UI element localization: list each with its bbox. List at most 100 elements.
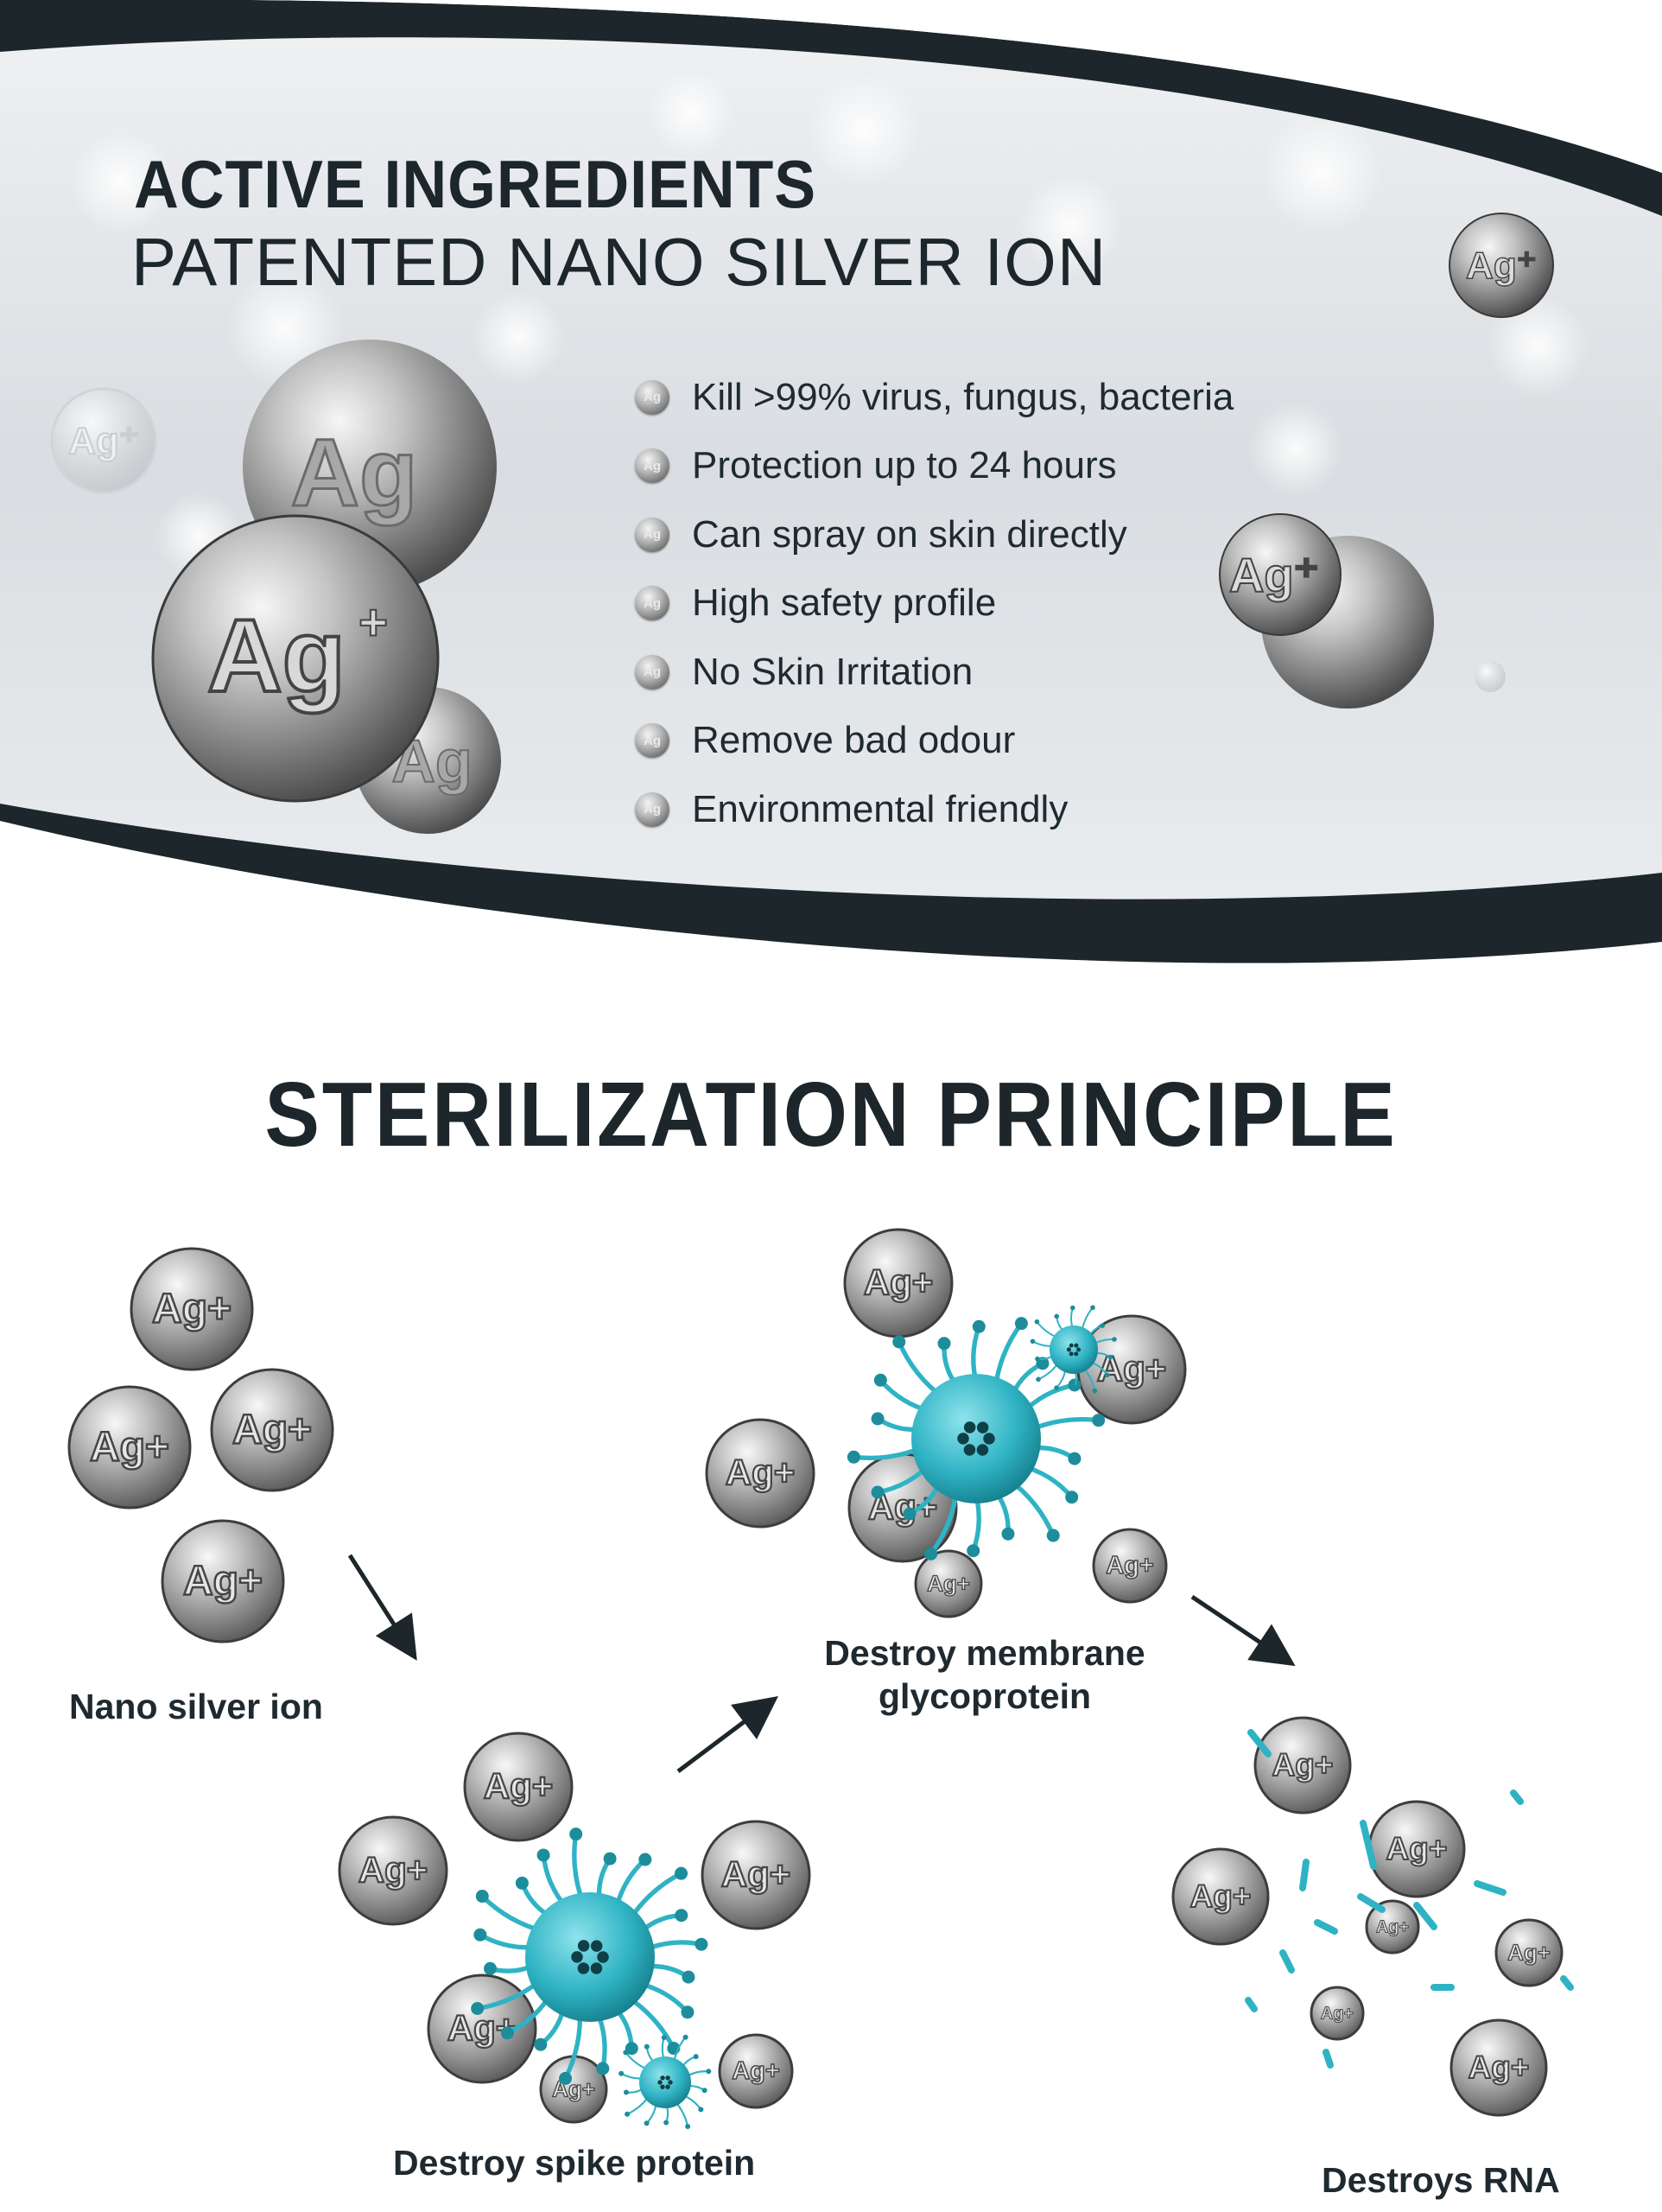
list-item: Ag Can spray on skin directly [635,500,1412,569]
svg-text:Ag+: Ag+ [1106,1552,1154,1580]
virus-icon [847,1317,1106,1560]
rna-fragment [1299,1859,1310,1891]
virus-icon [618,2034,712,2130]
feature-text: No Skin Irritation [692,650,974,693]
svg-text:Ag⁺: Ag⁺ [68,420,139,462]
silver-ion-icon: Ag+ [130,1247,254,1371]
svg-text:Ag+: Ag+ [1321,2005,1354,2024]
silver-ion-icon: Ag+ [67,1385,192,1510]
arrow-icon [347,1554,417,1661]
svg-text:Ag⁺: Ag⁺ [1229,548,1319,602]
rna-fragment [1314,1919,1338,1935]
svg-text:Ag+: Ag+ [1272,1747,1334,1783]
caption-destroys-rna: Destroys RNA [1322,2160,1560,2200]
silver-ion-icon: Ag+ [427,1974,537,2084]
silver-ion-icon: Ag+ [1310,1986,1365,2041]
caption-destroy-membrane: Destroy membrane glycoprotein [790,1631,1179,1718]
silver-ion-icon: Ag+ [914,1549,983,1618]
svg-text:Ag+: Ag+ [1190,1878,1252,1914]
svg-text:Ag+: Ag+ [152,1286,232,1332]
svg-text:Ag+: Ag+ [868,1487,938,1528]
arrow-icon [1190,1594,1296,1667]
heading-nano-silver: PATENTED NANO SILVER ION [131,224,1107,300]
rna-fragment [1413,1902,1437,1930]
svg-text:Ag+: Ag+ [1097,1349,1167,1389]
svg-text:Ag+: Ag+ [927,1570,970,1596]
rna-fragment [1279,1949,1295,1974]
silver-ion-bullet-icon: Ag [635,586,669,621]
silver-ion-icon: Ag+ [1076,1314,1187,1425]
silver-ion-icon: Ag+ [1092,1528,1168,1604]
silver-ion-spheres: Ag⁺ Ag Ag Ag + Ag⁺ Ag⁺ [50,213,1554,834]
svg-text:Ag: Ag [291,420,418,526]
list-item: Ag Protection up to 24 hours [635,432,1412,501]
section-title: STERILIZATION PRINCIPLE [264,1064,1398,1166]
svg-text:Ag+: Ag+ [90,1424,169,1470]
feature-text: Kill >99% virus, fungus, bacteria [692,375,1234,418]
silver-ion-icon: Ag+ [161,1519,285,1643]
feature-text: Can spray on skin directly [692,512,1127,556]
svg-text:Ag+: Ag+ [358,1850,428,1891]
virus-icon [1030,1305,1117,1394]
silver-ion-icon: Ag+ [847,1452,958,1563]
silver-ion-icon: Ag+ [210,1368,334,1492]
silver-ion-icon: Ag+ [1365,1899,1420,1955]
caption-nano-silver-ion: Nano silver ion [69,1687,323,1726]
virus-icon [471,1827,708,2085]
silver-ion-icon: Ag+ [705,1418,815,1529]
silver-ion-icon: Ag+ [1253,1716,1352,1815]
list-item: Ag Remove bad odour [635,707,1412,776]
svg-text:Ag+: Ag+ [1376,1918,1409,1937]
svg-text:Ag+: Ag+ [864,1262,934,1303]
rna-fragments [1245,1729,1574,2069]
list-item: Ag High safety profile [635,569,1412,639]
rna-fragment [1560,1975,1574,1991]
silver-ion-icon: Ag+ [701,1820,811,1930]
svg-text:Ag+: Ag+ [484,1766,554,1807]
silver-ion-icon: Ag+ [1449,2018,1548,2117]
feature-text: High safety profile [692,582,997,625]
rna-fragment [1474,1880,1507,1896]
svg-text:Ag+: Ag+ [232,1407,312,1452]
caption-destroy-spike-protein: Destroy spike protein [393,2143,756,2183]
svg-text:Ag+: Ag+ [552,2075,595,2101]
silver-ion-icon: Ag+ [718,2033,794,2109]
bokeh-lights [69,69,1589,579]
svg-text:Ag+: Ag+ [721,1854,791,1895]
svg-text:Ag⁺: Ag⁺ [1466,245,1537,287]
caption-line: glycoprotein [878,1676,1092,1716]
rna-fragment [1245,1997,1258,2012]
svg-text:+: + [358,594,388,651]
feature-text: Remove bad odour [692,719,1016,762]
caption-line: Destroy membrane [824,1633,1145,1673]
svg-text:Ag+: Ag+ [732,2057,780,2085]
rna-fragment [1247,1729,1272,1758]
silver-ion-bullet-icon: Ag [635,654,669,690]
silver-ion-icon: Ag+ [463,1732,574,1842]
silver-ion-bullet-icon: Ag [635,723,669,759]
list-item: Ag Kill >99% virus, fungus, bacteria [635,363,1412,432]
silver-ion-bullet-icon: Ag [635,791,669,827]
silver-ion-icon: Ag+ [843,1228,954,1338]
rna-fragment [1357,1893,1386,1913]
rna-fragment [1360,1820,1377,1870]
svg-text:Ag+: Ag+ [726,1452,796,1493]
silver-ion-bullet-icon: Ag [635,448,669,484]
feature-text: Environmental friendly [692,787,1069,830]
silver-ion-icon: Ag+ [338,1815,448,1926]
heading-active-ingredients: ACTIVE INGREDIENTS [134,146,817,222]
silver-ion-bullet-icon: Ag [635,517,669,552]
rna-fragment [1510,1789,1524,1805]
svg-text:Ag: Ag [207,598,346,714]
svg-text:Ag+: Ag+ [1469,2050,1530,2085]
feature-list: Ag Kill >99% virus, fungus, bacteria Ag … [635,363,1412,844]
silver-ion-bullet-icon: Ag [635,379,669,415]
silver-ion-icon: Ag+ [1367,1800,1466,1898]
list-item: Ag Environmental friendly [635,775,1412,844]
svg-text:Ag+: Ag+ [1507,1939,1551,1965]
rna-fragment [1323,2049,1334,2069]
svg-text:Ag+: Ag+ [183,1558,263,1604]
silver-ion-icon: Ag+ [1494,1918,1564,1987]
list-item: Ag No Skin Irritation [635,638,1412,707]
hero-banner: Ag⁺ Ag Ag Ag + Ag⁺ Ag⁺ ACTIVE INGREDIENT… [0,0,1662,985]
